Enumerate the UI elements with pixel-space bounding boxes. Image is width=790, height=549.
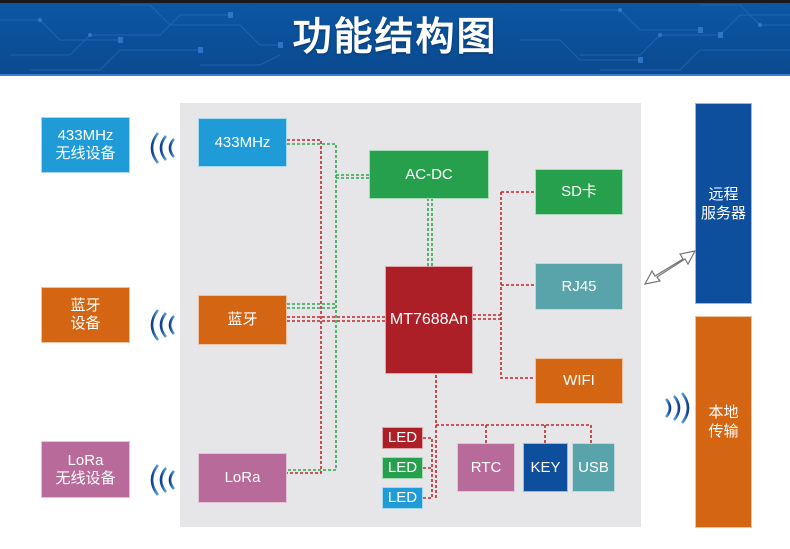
module-key[interactable]: KEY bbox=[523, 443, 568, 492]
module-cpu-label: MT7688An bbox=[389, 311, 469, 328]
external-433mhz-device[interactable]: 433MHz 无线设备 bbox=[41, 117, 130, 173]
external-lora-device[interactable]: LoRa 无线设备 bbox=[41, 441, 130, 498]
data-bus-lines bbox=[287, 139, 592, 499]
header-banner: 功能结构图 bbox=[0, 0, 790, 76]
module-usb-label: USB bbox=[578, 458, 609, 476]
module-led-green[interactable]: LED bbox=[382, 457, 423, 479]
module-cpu-mt7688an[interactable]: MT7688An bbox=[385, 266, 473, 374]
led-green-label: LED bbox=[387, 459, 418, 476]
remote-server[interactable]: 远程 服务器 bbox=[695, 103, 752, 304]
module-key-label: KEY bbox=[530, 458, 561, 476]
module-433mhz[interactable]: 433MHz bbox=[198, 118, 287, 167]
remote-server-line1: 远程 bbox=[708, 185, 739, 203]
module-usb[interactable]: USB bbox=[572, 443, 615, 492]
module-wifi-label: WIFI bbox=[563, 372, 595, 389]
module-sd-label: SD卡 bbox=[561, 183, 597, 200]
led-red-label: LED bbox=[387, 429, 418, 446]
banner-bottom-border bbox=[0, 74, 790, 76]
external-bluetooth-line1: 蓝牙 bbox=[70, 297, 101, 314]
module-433mhz-label: 433MHz bbox=[214, 133, 271, 151]
module-rtc[interactable]: RTC bbox=[457, 443, 515, 492]
led-blue-label: LED bbox=[387, 489, 418, 506]
external-433mhz-line1: 433MHz bbox=[57, 127, 114, 144]
module-rtc-label: RTC bbox=[470, 458, 502, 476]
module-bluetooth[interactable]: 蓝牙 bbox=[198, 295, 287, 345]
power-lines bbox=[287, 143, 433, 471]
module-lora[interactable]: LoRa bbox=[198, 453, 287, 503]
module-led-blue[interactable]: LED bbox=[382, 487, 423, 509]
local-transmission-line1: 本地 bbox=[708, 404, 739, 421]
module-rj45-label: RJ45 bbox=[561, 277, 597, 295]
local-transmission[interactable]: 本地 传输 bbox=[695, 316, 752, 528]
remote-server-line2: 服务器 bbox=[700, 204, 746, 222]
external-bluetooth-device[interactable]: 蓝牙 设备 bbox=[41, 287, 130, 343]
circuit-pattern bbox=[0, 4, 790, 71]
module-sd-card[interactable]: SD卡 bbox=[535, 169, 623, 215]
module-bluetooth-label: 蓝牙 bbox=[227, 311, 258, 328]
external-lora-line1: LoRa bbox=[67, 451, 104, 469]
page-title: 功能结构图 bbox=[292, 15, 498, 60]
module-rj45[interactable]: RJ45 bbox=[535, 263, 623, 310]
external-433mhz-line2: 无线设备 bbox=[55, 145, 116, 162]
module-led-red[interactable]: LED bbox=[382, 427, 423, 449]
external-bluetooth-line2: 设备 bbox=[70, 315, 101, 332]
module-acdc-label: AC-DC bbox=[405, 165, 453, 183]
local-transmission-line2: 传输 bbox=[708, 423, 739, 440]
module-lora-label: LoRa bbox=[224, 469, 261, 486]
module-acdc[interactable]: AC-DC bbox=[369, 150, 489, 199]
module-wifi[interactable]: WIFI bbox=[535, 358, 623, 404]
banner-top-border bbox=[0, 0, 790, 3]
external-lora-line2: 无线设备 bbox=[55, 469, 116, 487]
